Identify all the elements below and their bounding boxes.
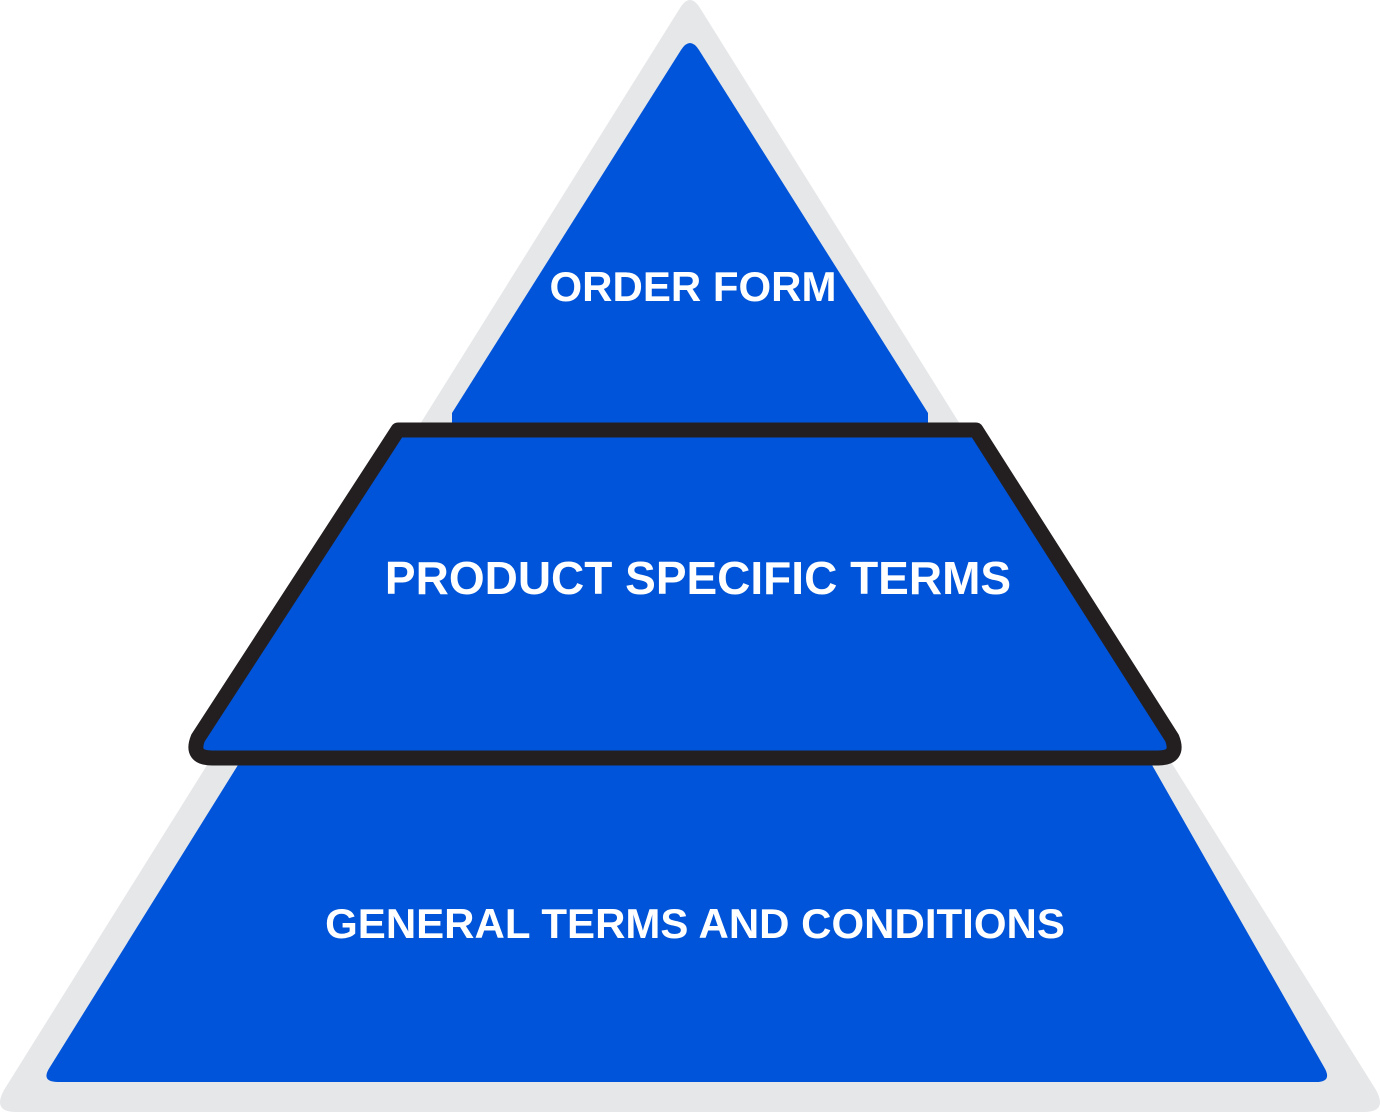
tier-general-terms xyxy=(46,765,1328,1082)
tier-order-form xyxy=(452,43,928,428)
tier-product-specific-terms xyxy=(188,422,1182,766)
order-form-label: ORDER FORM xyxy=(550,263,837,310)
general-terms-label: GENERAL TERMS AND CONDITIONS xyxy=(325,900,1065,947)
product-specific-terms-label: PRODUCT SPECIFIC TERMS xyxy=(385,552,1011,604)
